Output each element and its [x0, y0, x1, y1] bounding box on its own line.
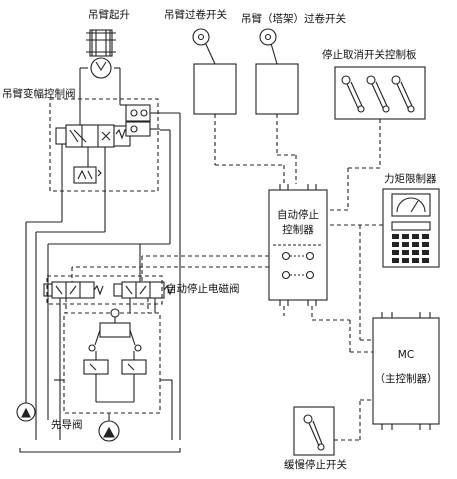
label-boom-over-hoist-switch: 吊臂过卷开关	[164, 9, 227, 21]
luffing-valve-stack	[55, 104, 160, 184]
label-stop-cancel-panel: 停止取消开关控制板	[322, 49, 417, 61]
auto-stop-solenoid-right	[113, 281, 174, 299]
label-auto-stop-solenoid-valve: 自动停止电磁阀	[166, 283, 240, 295]
main-controller	[372, 312, 440, 430]
pilot-pump	[98, 413, 120, 442]
label-main-controller-1: MC	[397, 349, 415, 361]
luffing-valve-box	[49, 98, 159, 192]
moment-limiter	[382, 188, 440, 268]
label-auto-stop-controller-1: 自动停止	[277, 209, 319, 221]
boom-lift-cylinder	[86, 29, 116, 57]
boom-over-hoist-switch	[192, 28, 237, 115]
label-moment-limiter: 力矩限制器	[384, 173, 437, 185]
label-slow-stop-switch: 缓慢停止开关	[284, 459, 347, 471]
stop-cancel-panel	[334, 66, 426, 120]
electrical-wiring	[65, 114, 383, 441]
tower-over-hoist-switch	[255, 28, 299, 115]
auto-stop-solenoid-left	[43, 281, 104, 299]
hydraulic-lines	[25, 112, 181, 440]
accumulator-left	[16, 402, 36, 422]
boom-lift-motor	[79, 57, 121, 85]
pilot-valve	[83, 308, 147, 392]
slow-stop-switch	[293, 406, 335, 456]
label-auto-stop-controller-2: 控制器	[282, 224, 314, 236]
label-boom-lift: 吊臂起升	[88, 9, 130, 21]
label-main-controller-2: （主控制器）	[374, 373, 438, 385]
label-boom-luffing-valve: 吊臂变幅控制阀	[2, 88, 76, 100]
auto-stop-controller	[268, 184, 328, 306]
label-pilot-valve: 先导阀	[51, 419, 83, 431]
label-tower-over-hoist-switch: 吊臂（塔架）过卷开关	[241, 13, 346, 25]
